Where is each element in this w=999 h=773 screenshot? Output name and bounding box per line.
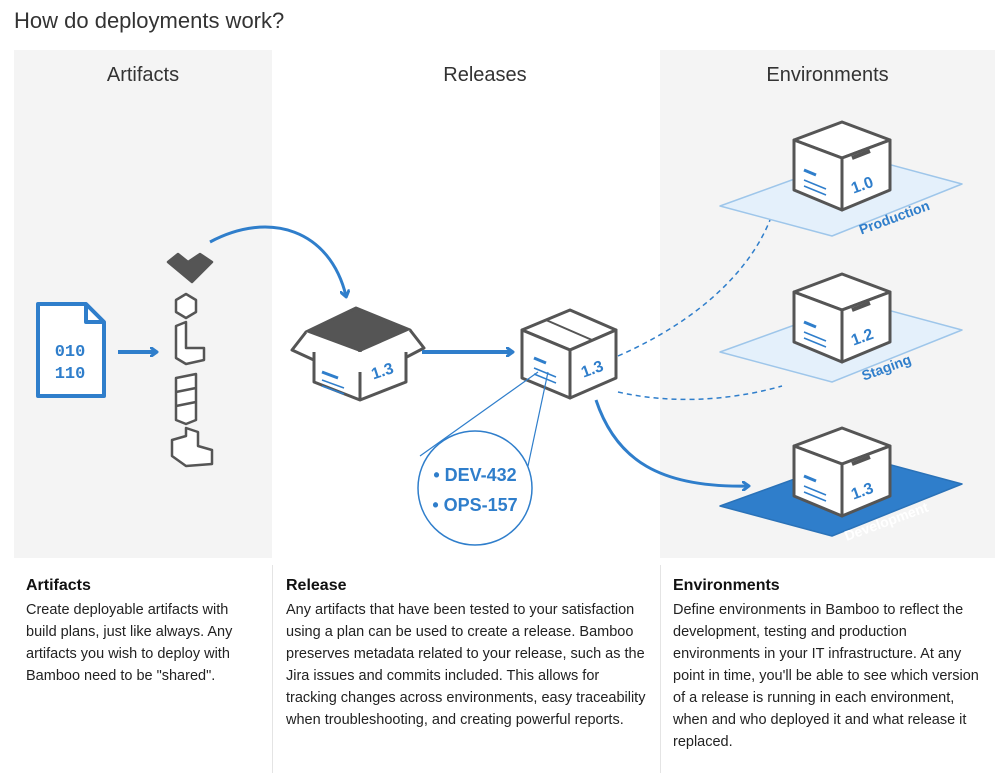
page-title: How do deployments work? [14, 8, 285, 33]
open-box-version: 1.3 [369, 360, 396, 383]
artifacts-description-text: Create deployable artifacts with build p… [26, 602, 233, 684]
environments-description: Environments Define environments in Bamb… [673, 575, 989, 753]
release-description: Release Any artifacts that have been tes… [286, 575, 650, 731]
releases-column-heading: Releases [443, 64, 527, 86]
issue-item-2: • OPS-157 [432, 495, 517, 515]
artifact-pieces-icon [166, 252, 214, 468]
artifacts-description: Artifacts Create deployable artifacts wi… [26, 575, 262, 687]
dashed-link-production [617, 219, 771, 357]
arrow-pieces-to-release [209, 225, 346, 296]
packaged-release-box-icon: 1.3 [520, 308, 618, 400]
artifacts-description-heading: Artifacts [26, 577, 91, 594]
packaged-box-version: 1.3 [579, 358, 606, 382]
environment-staging: 1.2 Staging [719, 272, 963, 384]
arrow-release-to-development [594, 399, 748, 486]
dashed-link-staging [617, 385, 783, 401]
release-description-text: Any artifacts that have been tested to y… [286, 602, 646, 728]
binary-line-1: 010 [55, 343, 86, 362]
environments-description-text: Define environments in Bamboo to reflect… [673, 602, 979, 750]
artifacts-column-heading: Artifacts [106, 64, 180, 86]
environments-description-heading: Environments [673, 577, 780, 594]
environments-column-heading: Environments [766, 64, 889, 86]
column-divider-2 [660, 565, 661, 773]
production-version: 1.0 [849, 174, 876, 198]
development-version: 1.3 [849, 480, 876, 504]
binary-line-2: 110 [55, 365, 86, 384]
staging-version: 1.2 [849, 326, 876, 350]
release-description-heading: Release [286, 577, 347, 594]
open-release-box-icon: 1.3 [290, 306, 426, 402]
environment-production: 1.0 Production [719, 120, 963, 237]
jira-issues-callout [417, 430, 533, 546]
environment-development: 1.3 Development [719, 426, 963, 544]
binary-file-icon: 010 110 [36, 302, 106, 398]
column-divider-1 [272, 565, 273, 773]
issue-item-1: • DEV-432 [433, 465, 516, 485]
